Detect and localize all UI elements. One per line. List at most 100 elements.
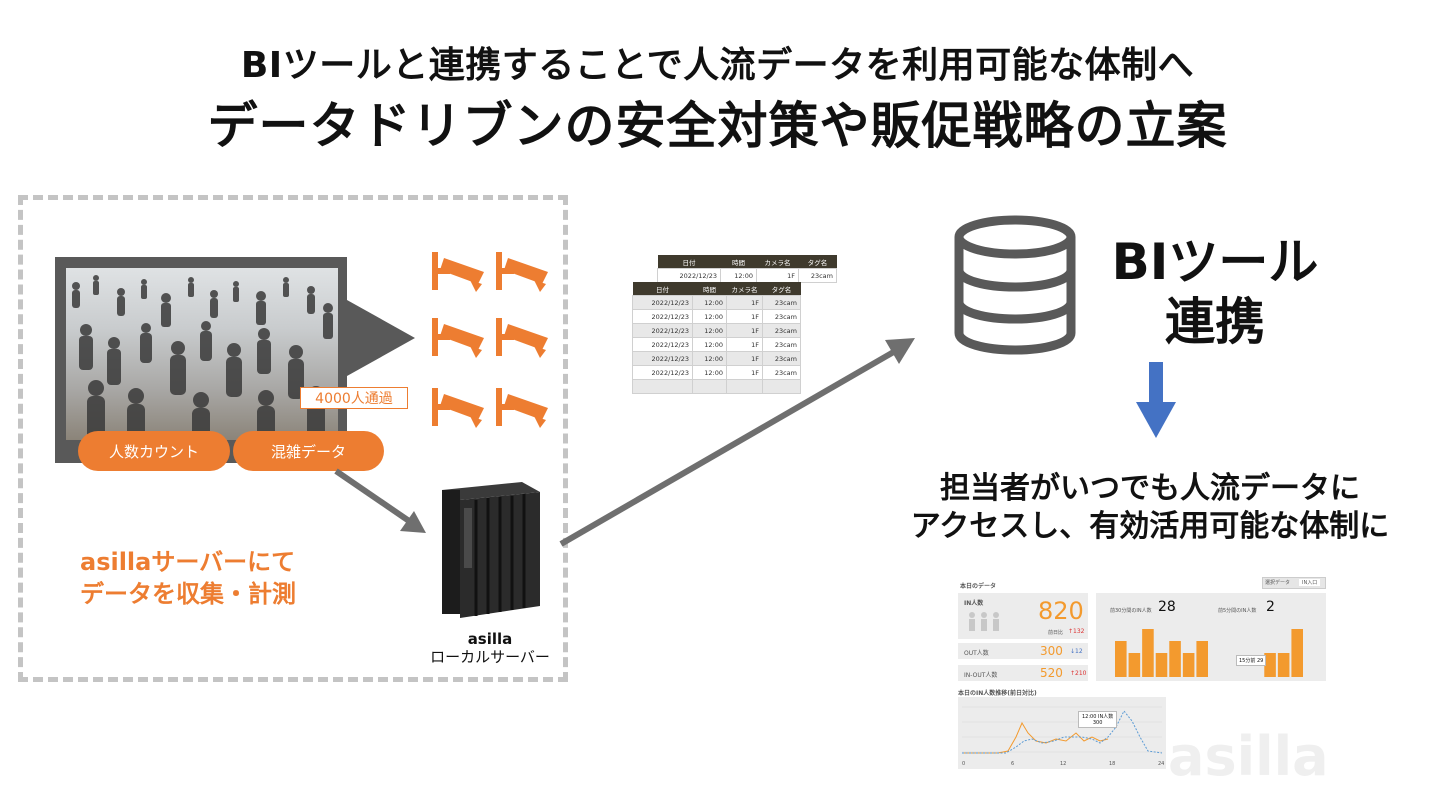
speech-wedge	[347, 300, 415, 376]
table-cell: 12:00	[692, 351, 727, 366]
benefit-line-2: アクセスし、有効活用可能な体制に	[910, 509, 1390, 544]
bar	[1196, 641, 1208, 677]
bar	[1169, 641, 1181, 677]
server-type: ローカルサーバー	[430, 648, 550, 666]
to-server-arrow-icon	[334, 468, 426, 533]
headline-line-2: データドリブンの安全対策や販促戦略の立案	[207, 97, 1228, 155]
bar	[1291, 629, 1303, 677]
bi-tool-label: BIツール 連携	[1110, 232, 1320, 352]
cell: 23cam	[798, 268, 837, 283]
bar	[1155, 653, 1168, 677]
trend-tooltip-line-2: 300	[1092, 720, 1103, 726]
bar	[1115, 641, 1127, 677]
trend-tooltip: 12:00 IN人数 300	[1078, 711, 1118, 728]
congestion-data-pill: 混雑データ	[233, 431, 384, 471]
table-cell: 1F	[726, 309, 763, 324]
data-filter-select[interactable]: 選択データ IN入口	[1262, 577, 1326, 589]
bi-tool-line-2: 連携	[1165, 293, 1265, 351]
col-time: 時間	[720, 255, 757, 269]
cell: 2022/12/23	[657, 268, 721, 283]
data-table-back: 日付 時間 カメラ名 タグ名 2022/12/23 12:00 1F 23cam	[657, 255, 837, 283]
table-cell: 2022/12/23	[632, 309, 693, 324]
in-prev-value: ↑132	[1068, 628, 1085, 635]
table-cell: 23cam	[762, 309, 801, 324]
table-cell: 12:00	[692, 295, 727, 310]
in-value: 820	[1038, 597, 1084, 625]
table-cell: 1F	[726, 295, 763, 310]
col-time: 時間	[692, 282, 727, 296]
crowd-illustration	[72, 275, 333, 440]
bar	[1128, 653, 1141, 677]
down-arrow-icon	[1136, 362, 1176, 438]
in-out-delta: ↑210	[1070, 670, 1087, 677]
table-cell: 23cam	[762, 295, 801, 310]
x-tick-label: 6	[1011, 761, 1015, 767]
table-cell: 12:00	[692, 309, 727, 324]
server-name: asilla	[467, 630, 513, 648]
x-tick-label: 24	[1158, 761, 1165, 767]
peak-value-1: 28	[1158, 599, 1176, 615]
table-row	[632, 379, 801, 394]
table-cell	[726, 379, 763, 394]
in-out-label: IN-OUT人数	[964, 672, 998, 679]
cell: 1F	[756, 268, 799, 283]
table-cell	[762, 379, 801, 394]
crowd-photo	[66, 268, 338, 440]
security-camera-icons	[432, 252, 548, 428]
in-out-card: IN-OUT人数 520 ↑210	[958, 665, 1088, 681]
benefit-description: 担当者がいつでも人流データに アクセスし、有効活用可能な体制に	[880, 470, 1420, 546]
in-count-card: IN人数 820 前日比 ↑132	[958, 593, 1088, 639]
table-cell: 2022/12/23	[632, 295, 693, 310]
out-count-card: OUT人数 300 ↓12	[958, 643, 1088, 659]
table-cell: 2022/12/23	[632, 323, 693, 338]
benefit-line-1: 担当者がいつでも人流データに	[940, 471, 1360, 506]
col-date: 日付	[657, 255, 721, 269]
col-tag: タグ名	[762, 282, 801, 296]
cell: 12:00	[720, 268, 757, 283]
people-icon	[969, 612, 999, 631]
trend-title: 本日のIN人数推移(前日対比)	[958, 690, 1037, 697]
table-cell: 1F	[726, 351, 763, 366]
bar-chart	[1115, 629, 1303, 677]
bi-tool-line-1: BIツール	[1111, 233, 1319, 291]
table-cell: 23cam	[762, 351, 801, 366]
dashboard-title: 本日のデータ	[960, 583, 997, 590]
out-delta: ↓12	[1070, 648, 1083, 655]
bar	[1264, 653, 1276, 677]
passage-count-callout: 4000人通過	[300, 387, 408, 409]
in-prev-label: 前日比	[1048, 630, 1064, 636]
table-cell	[632, 379, 693, 394]
local-processing-area	[18, 195, 568, 682]
col-camera: カメラ名	[726, 282, 763, 296]
table-cell	[692, 379, 727, 394]
col-tag: タグ名	[798, 255, 837, 269]
trend-line-chart	[962, 706, 1163, 754]
filter-label: 選択データ	[1265, 580, 1291, 586]
asilla-watermark: asilla	[1168, 725, 1329, 788]
recent-in-bar-card: 前30分間のIN人数 28 前5分間のIN人数 2 15分前 29	[1096, 593, 1326, 681]
col-date: 日付	[632, 282, 693, 296]
database-icon	[954, 215, 1076, 355]
filter-value: IN入口	[1299, 579, 1321, 586]
local-server-icon	[442, 482, 540, 618]
headline-line-1: BIツールと連携することで人流データを利用可能な体制へ	[240, 45, 1195, 86]
bar	[1277, 653, 1290, 677]
bi-dashboard-preview: 本日のデータ 選択データ IN入口 IN人数 820 前日比 ↑132 OUT人…	[954, 575, 1330, 775]
people-count-pill: 人数カウント	[78, 431, 230, 471]
in-label: IN人数	[964, 600, 984, 607]
col-camera: カメラ名	[756, 255, 799, 269]
trend-tooltip-line-1: 12:00 IN人数	[1082, 714, 1114, 720]
out-label: OUT人数	[964, 650, 989, 657]
out-value: 300	[1040, 644, 1063, 658]
in-out-value: 520	[1040, 666, 1063, 680]
to-bi-arrow-icon	[559, 338, 915, 547]
peak-label-2: 前5分間のIN人数	[1218, 608, 1257, 614]
collect-text-line-2: データを収集・計測	[80, 580, 296, 608]
x-tick-label: 18	[1109, 761, 1116, 767]
